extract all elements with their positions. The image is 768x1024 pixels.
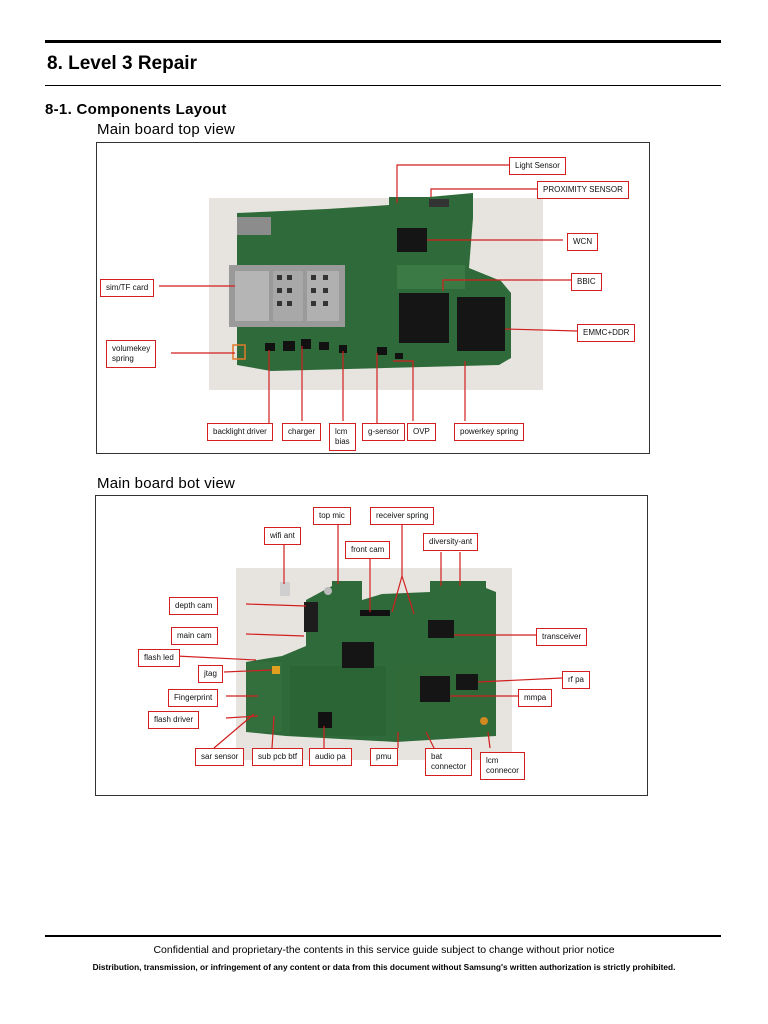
bot-view-board-photo	[175, 522, 563, 760]
label-main-cam: main cam	[171, 627, 218, 645]
label-wifi-ant: wifi ant	[264, 527, 301, 545]
label-receiver-spring: receiver spring	[370, 507, 435, 525]
label-flash-led: flash led	[138, 649, 180, 667]
header-rule	[45, 40, 721, 43]
footer-distribution: Distribution, transmission, or infringem…	[92, 962, 676, 972]
label-backlight-driver: backlight driver	[207, 423, 273, 441]
emmc-chip	[457, 297, 505, 351]
label-mmpa: mmpa	[518, 689, 553, 707]
mmpa-chip	[420, 676, 450, 702]
label-diversity-ant: diversity-ant	[423, 533, 479, 551]
pointer-lines	[175, 522, 563, 749]
section-title: 8. Level 3 Repair	[47, 53, 197, 74]
label-depth-cam: depth cam	[169, 597, 219, 615]
label-jtag: jtag	[198, 665, 223, 683]
top-view-figure: Light Sensor PROXIMITY SENSOR WCN sim/TF…	[96, 142, 650, 454]
top-view-board-photo	[159, 164, 578, 425]
label-front-cam: front cam	[345, 541, 391, 559]
label-g-sensor: g-sensor	[362, 423, 406, 441]
label-lcm-bias: lcm bias	[329, 423, 356, 451]
label-lcm-connector: lcm connecor	[480, 752, 525, 780]
label-bbic: BBIC	[571, 273, 602, 291]
label-emmc-ddr: EMMC+DDR	[577, 324, 636, 342]
footer-rule	[45, 935, 721, 937]
label-sub-pcb-btf: sub pcb btf	[252, 748, 304, 766]
bot-view-caption: Main board bot view	[97, 475, 236, 492]
label-volumekey-spring: volumekey spring	[106, 340, 157, 368]
transceiver-chip	[428, 620, 454, 638]
bbic-chip	[399, 293, 449, 343]
wcn-chip	[397, 228, 427, 252]
label-pmu: pmu	[370, 748, 398, 766]
label-bat-connector: bat connector	[425, 748, 473, 776]
label-light-sensor: Light Sensor	[509, 157, 566, 175]
rf-pa-chip	[456, 674, 478, 690]
pmu-chip	[342, 642, 374, 668]
bot-view-figure: top mic receiver spring wifi ant front c…	[95, 495, 648, 796]
label-proximity-sensor: PROXIMITY SENSOR	[537, 181, 629, 199]
label-powerkey-spring: powerkey spring	[454, 423, 525, 441]
pointer-lines	[159, 164, 578, 425]
label-fingerprint: Fingerprint	[168, 689, 219, 707]
label-audio-pa: audio pa	[309, 748, 352, 766]
label-wcn: WCN	[567, 233, 599, 251]
footer-confidential: Confidential and proprietary-the content…	[153, 944, 615, 956]
top-view-caption: Main board top view	[97, 121, 236, 138]
label-ovp: OVP	[407, 423, 436, 441]
label-charger: charger	[282, 423, 322, 441]
label-sar-sensor: sar sensor	[195, 748, 245, 766]
label-flash-driver: flash driver	[148, 711, 200, 729]
title-underline	[45, 85, 721, 86]
subsection-title: 8-1. Components Layout	[45, 101, 227, 118]
label-rf-pa: rf pa	[562, 671, 591, 689]
volumekey-spring-marker	[232, 344, 246, 360]
label-top-mic: top mic	[313, 507, 351, 525]
label-transceiver: transceiver	[536, 628, 588, 646]
label-sim-tf-card: sim/TF card	[100, 279, 155, 297]
